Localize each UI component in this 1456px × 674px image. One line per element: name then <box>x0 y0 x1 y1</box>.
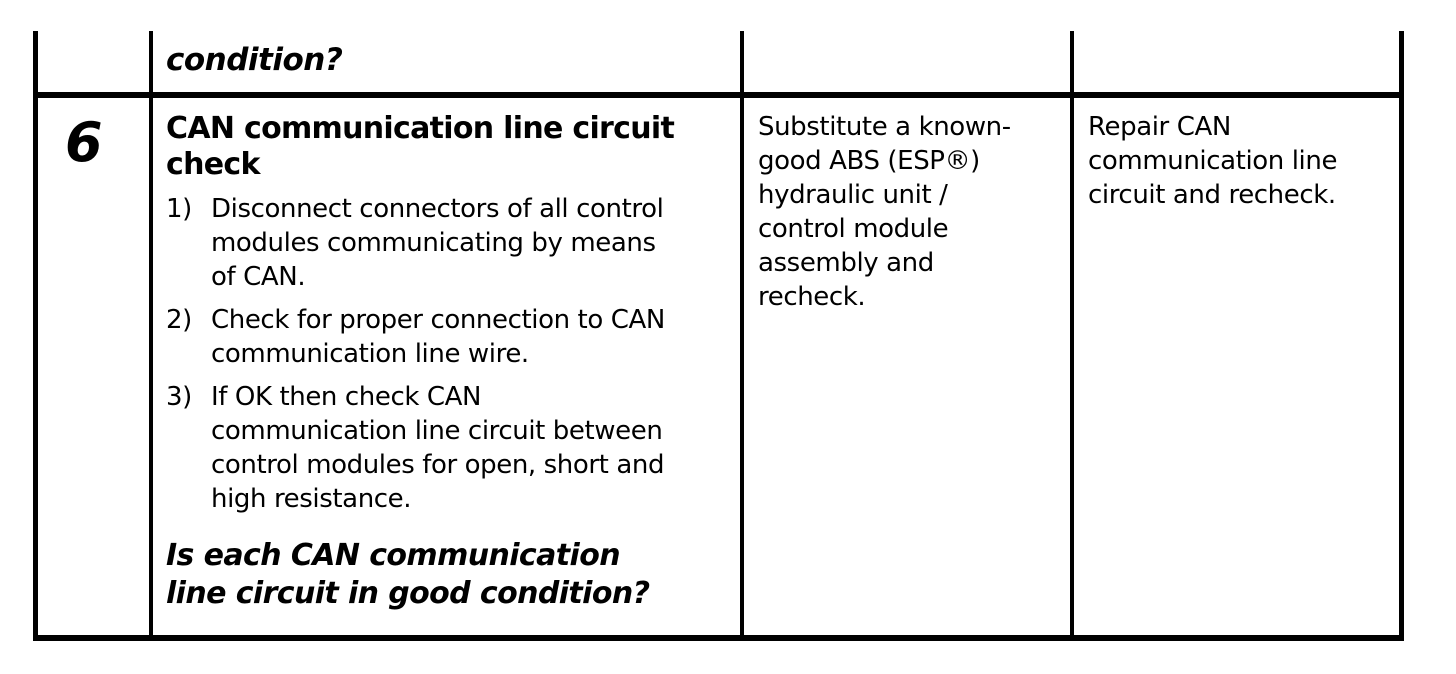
prev-substitute-action-cell <box>740 31 1070 92</box>
troubleshooting-table: condition? 6 CAN communication line circ… <box>33 31 1404 641</box>
step-2-number: 2) <box>166 305 192 335</box>
substitute-action-cell: Substitute a known-good ABS (ESP®)hydrau… <box>740 98 1070 635</box>
prev-procedure-cell: condition? <box>149 31 740 92</box>
prev-question-tail-text: condition? <box>166 42 343 78</box>
prev-step-number-cell <box>38 31 149 92</box>
prev-repair-action-cell <box>1070 31 1399 92</box>
step-number-cell: 6 <box>38 98 149 635</box>
step-number-text: 6 <box>65 111 103 174</box>
step-1-number: 1) <box>166 194 192 224</box>
step-3-number: 3) <box>166 382 192 412</box>
table-row-previous: condition? <box>38 31 1399 98</box>
